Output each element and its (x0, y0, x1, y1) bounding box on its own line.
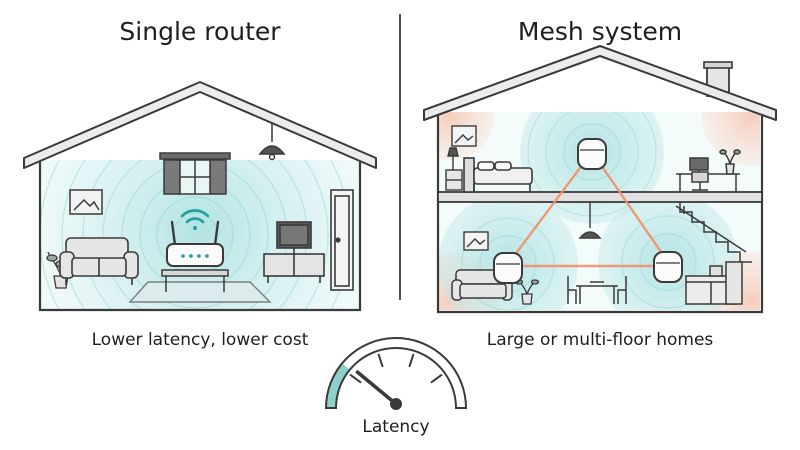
latency-gauge-fill (326, 363, 350, 408)
latency-gauge-needle (355, 370, 398, 406)
lower-picture-frame (463, 231, 489, 251)
right-panel-caption: Large or multi-floor homes (486, 330, 714, 350)
dining-table (567, 276, 627, 304)
latency-gauge-ticks (349, 353, 443, 384)
latency-gauge-label: Latency (362, 417, 430, 437)
left-panel-title: Single router (119, 17, 281, 46)
latency-gauge-tick-2 (377, 353, 384, 368)
tv-stand (263, 221, 325, 283)
latency-gauge-tick-1 (349, 374, 362, 384)
coffee-table (128, 269, 272, 303)
single-router-house (23, 81, 377, 312)
latency-gauge-tick-4 (430, 374, 443, 384)
desk (676, 149, 741, 192)
kitchen-counter (685, 261, 743, 305)
latency-gauge (324, 337, 468, 410)
picture-frame (69, 189, 103, 215)
latency-gauge-tick-3 (408, 353, 415, 368)
lower-pendant-lamp (578, 202, 602, 239)
bed (463, 157, 533, 193)
sofa (59, 237, 139, 285)
staircase (675, 202, 752, 263)
pendant-lamp (258, 122, 286, 161)
mesh-system-house (423, 45, 777, 314)
wifi-icon (180, 209, 210, 230)
latency-gauge-hub (390, 398, 402, 410)
door (330, 189, 354, 291)
mesh-node-upper (577, 138, 607, 170)
mesh-node-lower-left (493, 252, 523, 284)
wifi-router (166, 209, 224, 267)
mesh-node-lower-right (653, 251, 683, 283)
left-panel-caption: Lower latency, lower cost (91, 330, 309, 350)
upper-picture-frame (451, 125, 477, 147)
right-panel-title: Mesh system (517, 17, 683, 46)
window (159, 152, 231, 195)
mesh-links (507, 151, 669, 268)
bedside-table (445, 147, 463, 191)
